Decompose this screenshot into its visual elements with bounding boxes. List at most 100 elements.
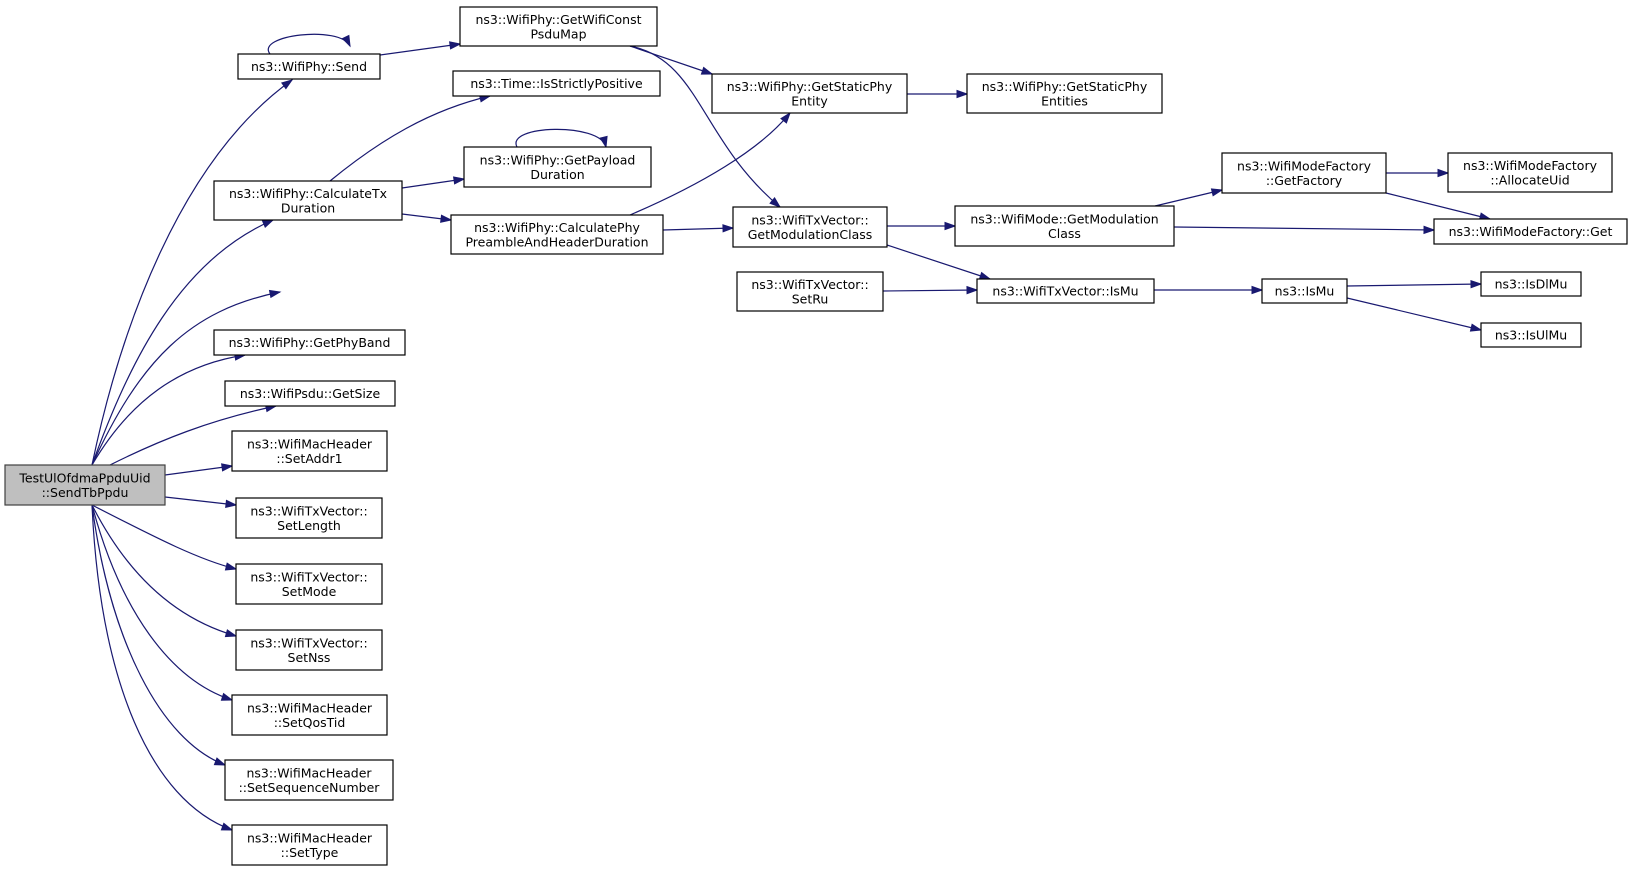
node-box (463, 146, 652, 188)
node-box (1480, 322, 1582, 348)
node-set-type[interactable]: ns3::WifiMacHeader::SetType (231, 824, 388, 866)
node-label-line: ns3::WifiPhy::GetStaticPhy (982, 79, 1148, 94)
arrowhead-preamble-to-txv_mod (722, 224, 735, 233)
arrowhead-root-to-seq_num (213, 757, 227, 766)
edge-root-to-phy_band (91, 354, 246, 466)
node-box (213, 180, 403, 221)
node-addr1[interactable]: ns3::WifiMacHeader::SetAddr1 (231, 430, 388, 472)
node-box (459, 6, 658, 47)
node-seq-num[interactable]: ns3::WifiMacHeader::SetSequenceNumber (224, 759, 394, 801)
node-psdu-size[interactable]: ns3::WifiPsdu::GetSize (224, 380, 396, 407)
node-box (452, 70, 661, 97)
arrowhead-const_psdu-to-static_phy (700, 66, 714, 75)
node-label-line: ::GetFactory (1266, 173, 1343, 188)
node-label-line: SetMode (282, 584, 337, 599)
arrowhead-calc_tx-to-payload (453, 176, 466, 185)
node-label-line: GetModulationClass (748, 227, 873, 242)
node-txv-ismu[interactable]: ns3::WifiTxVector::IsMu (976, 278, 1155, 304)
node-box (1221, 152, 1387, 194)
edge-phy_send-to-const_psdu (379, 43, 461, 56)
node-phy-send[interactable]: ns3::WifiPhy::Send (237, 53, 381, 80)
node-txv-mod[interactable]: ns3::WifiTxVector::GetModulationClass (732, 206, 888, 248)
node-isdlmu[interactable]: ns3::IsDlMu (1480, 271, 1582, 297)
node-box (1447, 152, 1613, 193)
node-label-line: ns3::WifiTxVector:: (250, 635, 367, 650)
node-label-line: ns3::WifiPhy::GetWifiConst (475, 12, 641, 27)
node-label-line: Entities (1041, 93, 1088, 108)
edge-root-to-set_ru (91, 291, 281, 466)
node-box (213, 329, 406, 356)
node-label-line: Duration (530, 167, 584, 182)
edge-payload-to-payload (515, 128, 607, 148)
node-qos-tid[interactable]: ns3::WifiMacHeader::SetQosTid (231, 694, 388, 736)
node-box (231, 430, 388, 472)
node-label-line: ns3::IsMu (1275, 284, 1335, 299)
node-label-line: ns3::WifiMode::GetModulation (970, 211, 1158, 226)
node-label-line: ::SendTbPpdu (42, 485, 129, 500)
node-label-line: SetLength (277, 518, 341, 533)
edge-root-to-set_length (164, 496, 237, 506)
edge-txv_mod-to-txv_ismu (886, 244, 991, 280)
edge-root-to-psdu_size (109, 405, 277, 466)
node-label-line: ns3::WifiPhy::CalculatePhy (474, 220, 640, 235)
edge-root-to-set_mode (91, 504, 237, 570)
node-label-line: SetNss (288, 650, 331, 665)
arrowhead-root-to-set_type (220, 822, 234, 831)
edge-root-to-seq_num (91, 504, 226, 766)
node-box (732, 206, 888, 248)
node-factory-get-factory[interactable]: ns3::WifiModeFactory::GetFactory (1221, 152, 1387, 194)
node-box (954, 205, 1175, 247)
node-label-line: Duration (281, 200, 335, 215)
edge-root-to-addr1 (164, 465, 233, 476)
node-box (1480, 271, 1582, 297)
arrowhead-mode_mod-to-factory_get_factory (1210, 188, 1224, 197)
node-ismu[interactable]: ns3::IsMu (1261, 278, 1348, 304)
node-label-line: ns3::WifiPhy::GetStaticPhy (727, 79, 893, 94)
node-label-line: ns3::WifiModeFactory (1463, 158, 1598, 173)
edge-root-to-set_nss (91, 504, 237, 637)
node-root[interactable]: TestUlOfdmaPpduUid::SendTbPpdu (4, 464, 166, 506)
node-label-line: ns3::WifiTxVector::IsMu (992, 284, 1138, 299)
edge-const_psdu-to-static_phy (629, 45, 713, 75)
arrowhead-set_ru-to-txv_ismu (966, 285, 979, 295)
node-label-line: ns3::IsUlMu (1495, 328, 1567, 343)
node-label-line: ns3::WifiTxVector:: (250, 569, 367, 584)
arrowhead-mode_mod-to-factory_get (1423, 225, 1436, 235)
node-strictly-pos[interactable]: ns3::Time::IsStrictlyPositive (452, 70, 661, 97)
nodes-layer: TestUlOfdmaPpduUid::SendTbPpdu ns3::WifiP… (4, 6, 1628, 866)
node-set-mode[interactable]: ns3::WifiTxVector::SetMode (235, 563, 383, 605)
node-set-nss[interactable]: ns3::WifiTxVector::SetNss (235, 629, 383, 671)
node-alloc-uid[interactable]: ns3::WifiModeFactory::AllocateUid (1447, 152, 1613, 193)
node-set-ru[interactable]: ns3::WifiTxVector::SetRu (736, 271, 884, 312)
edge-preamble-to-txv_mod (662, 227, 734, 231)
node-label-line: PsduMap (530, 26, 586, 41)
node-label-line: Class (1048, 226, 1081, 241)
node-mode-mod[interactable]: ns3::WifiMode::GetModulationClass (954, 205, 1175, 247)
node-box (1261, 278, 1348, 304)
node-isulmu[interactable]: ns3::IsUlMu (1480, 322, 1582, 348)
edge-ismu-to-isulmu (1346, 297, 1482, 331)
node-label-line: ns3::WifiPhy::GetPayload (480, 152, 636, 167)
arrowhead-root-to-addr1 (221, 463, 234, 472)
arrowhead-root-to-set_mode (224, 562, 238, 571)
arrowhead-txv_mod-to-mode_mod (944, 221, 957, 231)
node-preamble[interactable]: ns3::WifiPhy::CalculatePhyPreambleAndHea… (450, 214, 664, 255)
arrowhead-const_psdu-to-txv_mod (769, 197, 782, 208)
node-label-line: Entity (791, 93, 828, 108)
edge-mode_mod-to-factory_get_factory (1154, 189, 1223, 207)
arrowhead-root-to-qos_tid (220, 692, 234, 701)
node-factory-get[interactable]: ns3::WifiModeFactory::Get (1433, 218, 1628, 245)
node-box (4, 464, 166, 506)
node-box (976, 278, 1155, 304)
node-phy-band[interactable]: ns3::WifiPhy::GetPhyBand (213, 329, 406, 356)
node-set-length[interactable]: ns3::WifiTxVector::SetLength (235, 497, 383, 539)
node-label-line: ns3::WifiTxVector:: (751, 212, 868, 227)
node-box (235, 629, 383, 671)
edge-const_psdu-to-txv_mod (629, 45, 781, 208)
